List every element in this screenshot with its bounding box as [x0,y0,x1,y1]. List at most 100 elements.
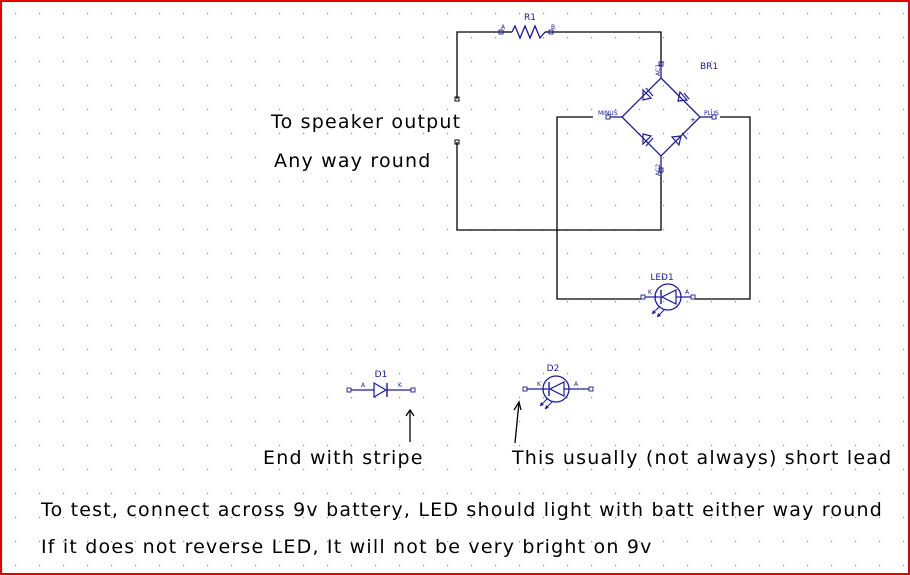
grid-dot [471,277,473,279]
grid-dot [495,301,497,303]
grid-dot [87,541,89,543]
grid-dot [639,109,641,111]
grid-dot [903,397,905,399]
grid-dot [279,85,281,87]
grid-dot [303,541,305,543]
grid-dot [663,373,665,375]
grid-dot [207,373,209,375]
grid-dot [471,157,473,159]
grid-dot [15,181,17,183]
grid-dot [111,61,113,63]
grid-dot [735,133,737,135]
grid-dot [111,517,113,519]
grid-dot [831,325,833,327]
grid-dot [759,85,761,87]
grid-dot [807,85,809,87]
grid-dot [783,205,785,207]
grid-dot [711,469,713,471]
grid-dot [663,253,665,255]
grid-dot [39,157,41,159]
grid-dot [15,493,17,495]
grid-dot [807,565,809,567]
grid-dot [879,277,881,279]
grid-dot [735,37,737,39]
grid-dot [567,445,569,447]
grid-dot [39,301,41,303]
grid-dot [351,109,353,111]
grid-dot [15,229,17,231]
grid-dot [663,541,665,543]
wire-speaker-bottom [456,142,662,231]
grid-dot [759,325,761,327]
grid-dot [663,397,665,399]
grid-dot [639,325,641,327]
grid-dot [135,469,137,471]
grid-dot [879,373,881,375]
grid-dot [567,61,569,63]
grid-dot [759,277,761,279]
grid-dot [831,109,833,111]
grid-dot [639,397,641,399]
grid-dot [903,373,905,375]
grid-dot [255,565,257,567]
grid-dot [615,541,617,543]
grid-dot [567,253,569,255]
grid-dot [639,373,641,375]
grid-dot [687,157,689,159]
grid-dot [879,109,881,111]
grid-dot [279,469,281,471]
grid-dot [639,133,641,135]
grid-dot [279,373,281,375]
grid-dot [447,325,449,327]
grid-dot [711,109,713,111]
grid-dot [567,181,569,183]
grid-dot [63,109,65,111]
grid-dot [183,349,185,351]
grid-dot [447,13,449,15]
r1-pin-a: A [501,24,506,31]
grid-dot [279,325,281,327]
grid-dot [87,133,89,135]
grid-dot [375,205,377,207]
grid-dot [279,301,281,303]
grid-dot [183,253,185,255]
grid-dot [231,85,233,87]
grid-dot [615,13,617,15]
grid-dot [855,13,857,15]
grid-dot [351,253,353,255]
grid-dot [135,61,137,63]
grid-dot [711,61,713,63]
grid-dot [807,517,809,519]
grid-dot [831,541,833,543]
grid-dot [783,157,785,159]
grid-dot [591,565,593,567]
grid-dot [231,277,233,279]
grid-dot [447,349,449,351]
grid-dot [159,133,161,135]
grid-dot [327,349,329,351]
grid-dot [327,133,329,135]
grid-dot [783,253,785,255]
grid-dot [639,205,641,207]
grid-dot [159,109,161,111]
grid-dot [447,517,449,519]
speaker-terminal-top [454,96,460,102]
grid-dot [255,445,257,447]
grid-dot [543,325,545,327]
grid-dot [255,469,257,471]
grid-dot [63,205,65,207]
grid-dot [303,37,305,39]
grid-dot [783,133,785,135]
grid-dot [39,541,41,543]
grid-dot [519,205,521,207]
grid-dot [87,373,89,375]
grid-dot [111,277,113,279]
grid-dot [495,373,497,375]
wire-r1-to-ac1 [549,31,662,66]
grid-dot [471,517,473,519]
grid-dot [639,349,641,351]
grid-dot [255,253,257,255]
grid-dot [15,301,17,303]
grid-dot [231,61,233,63]
grid-dot [567,349,569,351]
